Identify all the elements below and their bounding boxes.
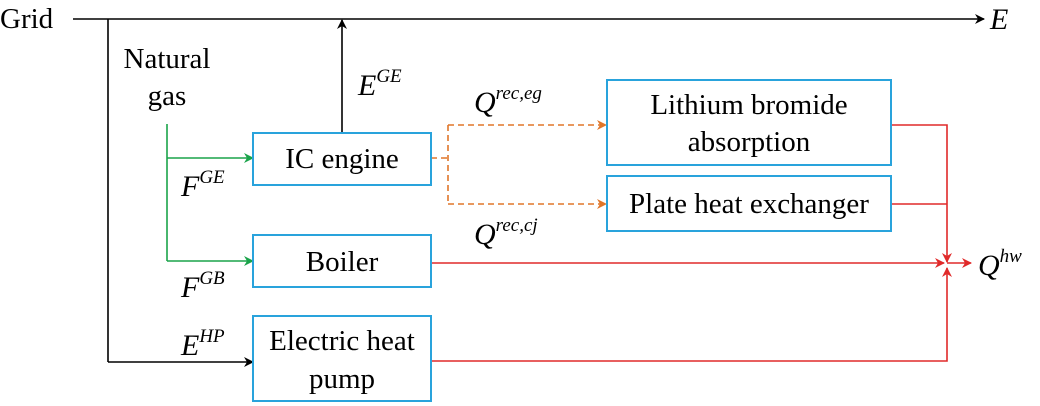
e-hp-base: E: [180, 329, 199, 362]
lithium-bromide-box: Lithium bromide absorption: [606, 79, 892, 166]
lithium-bromide-label-line1: Lithium bromide: [650, 89, 847, 121]
boiler-box: Boiler: [252, 234, 432, 288]
grid-label: Grid: [0, 3, 54, 35]
q-rec-cj-base: Q: [474, 218, 496, 251]
q-rec-eg-sup: rec,eg: [496, 83, 542, 104]
boiler-label: Boiler: [306, 246, 379, 278]
e-hp-label: EHP: [180, 326, 225, 362]
plate-heat-exchanger-box: Plate heat exchanger: [606, 175, 892, 232]
e-hp-sup: HP: [198, 326, 225, 347]
electric-heat-pump-label-line1: Electric heat: [269, 325, 415, 357]
natural-gas-label-line1: Natural: [124, 43, 211, 75]
heat-pump-to-qhw-line: [432, 267, 952, 362]
q-hw-label: Qhw: [978, 246, 1022, 282]
q-hw-base: Q: [978, 249, 1000, 282]
output-e-label: E: [989, 3, 1008, 36]
electric-flows: [73, 14, 985, 367]
q-rec-eg-label: Qrec,eg: [474, 83, 542, 119]
f-ge-label: FGE: [180, 167, 225, 203]
electric-heat-pump-box: Electric heat pump: [252, 315, 432, 402]
gas-flows: [166, 124, 254, 266]
f-ge-base: F: [180, 170, 200, 203]
lithium-bromide-label-line2: absorption: [688, 126, 811, 158]
f-gb-base: F: [180, 271, 200, 304]
ic-engine-box: IC engine: [252, 132, 432, 186]
q-rec-eg-base: Q: [474, 86, 496, 119]
hot-water-flows: [432, 124, 972, 362]
lithium-to-qhw-line: [891, 124, 952, 263]
f-gb-label: FGB: [180, 268, 225, 304]
q-rec-cj-sup: rec,cj: [496, 215, 538, 236]
e-ge-label: EGE: [357, 66, 402, 102]
plate-heat-exchanger-label: Plate heat exchanger: [629, 188, 869, 220]
e-ge-sup: GE: [376, 66, 402, 87]
f-gb-sup: GB: [199, 268, 225, 289]
recovered-heat-flows: [431, 120, 607, 209]
q-hw-sup: hw: [1000, 246, 1023, 267]
natural-gas-label-line2: gas: [148, 80, 187, 112]
f-ge-sup: GE: [199, 167, 225, 188]
electric-heat-pump-label-line2: pump: [309, 363, 375, 395]
q-rec-cj-label: Qrec,cj: [474, 215, 538, 251]
ic-engine-label: IC engine: [285, 143, 399, 175]
e-ge-base: E: [357, 69, 376, 102]
